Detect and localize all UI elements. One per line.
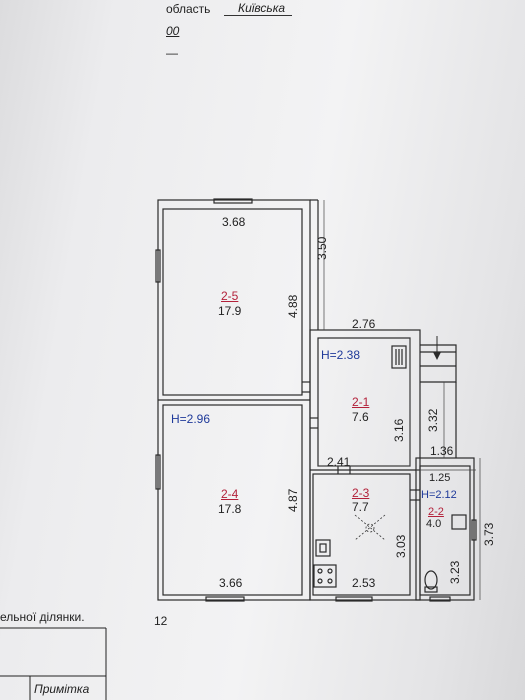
scale-mark: 12 (154, 614, 168, 628)
dim-mid-right-height: 3.32 (426, 408, 440, 432)
dim-right-total-height: 3.73 (482, 522, 496, 546)
room-2-5-inner (162, 208, 303, 396)
window-right (471, 519, 477, 541)
room-2-4-id: 2-4 (221, 487, 239, 501)
dim-bottom-mid-width: 2.53 (352, 576, 376, 590)
window-bottom-right (429, 596, 451, 602)
dim-room25-height: 4.88 (286, 294, 300, 318)
room-2-2-inner (419, 465, 471, 596)
sink-icon (315, 539, 331, 557)
window-bottom-mid (335, 596, 373, 602)
dim-mid-top-width: 2.76 (352, 317, 376, 331)
code-dash: — (166, 46, 178, 60)
outer-wall-right-block (415, 457, 475, 601)
dim-room22-width: 1.25 (429, 472, 451, 484)
window-top (213, 198, 253, 204)
stove-icon (391, 345, 407, 369)
porch (420, 344, 457, 383)
region-underline (224, 15, 292, 16)
window-left-bottom (155, 454, 161, 490)
plot-text: ельної ділянки. (0, 610, 85, 624)
toilet-icon (424, 570, 438, 590)
room-2-2-id: 2-2 (428, 506, 444, 518)
dim-room24-height: 4.87 (286, 488, 300, 512)
room-2-4-inner (162, 404, 303, 596)
room-2-5-id: 2-5 (221, 289, 239, 303)
code-value: 00 (166, 24, 180, 38)
dim-room21-height: 3.16 (392, 418, 406, 442)
outer-wall-mid-block (309, 329, 421, 601)
window-bottom-left (205, 596, 245, 602)
dim-right-top-width: 1.36 (430, 444, 454, 458)
height-mid: H=2.38 (321, 348, 361, 362)
room-2-5-area: 17.9 (218, 304, 242, 318)
dim-room23-width: 2.41 (327, 455, 351, 469)
dim-bottom-left-width: 3.66 (219, 576, 243, 590)
room-2-4-area: 17.8 (218, 502, 242, 516)
room-2-1-id: 2-1 (352, 395, 370, 409)
room-2-1-area: 7.6 (352, 410, 369, 424)
cooktop-icon (313, 564, 337, 588)
entrance-arrow-icon (433, 352, 441, 360)
room-2-3-inner (312, 473, 411, 596)
height-right: H=2.12 (421, 489, 457, 501)
window-left-top (155, 249, 161, 283)
dim-top-width: 3.68 (222, 215, 246, 229)
region-value: Київська (238, 1, 286, 15)
height-left: H=2.96 (171, 412, 211, 426)
region-label: область (166, 2, 211, 16)
dim-room22-height: 3.23 (448, 560, 462, 584)
washbasin-icon (451, 514, 467, 530)
room-2-3-id: 2-3 (352, 486, 370, 500)
room-2-3-area: 7.7 (352, 500, 369, 514)
room-2-2-area: 4.0 (426, 518, 442, 530)
note-label: Примітка (34, 682, 90, 696)
dim-room23-height: 3.03 (394, 534, 408, 558)
dim-left-top-vertical: 3.50 (315, 236, 329, 260)
